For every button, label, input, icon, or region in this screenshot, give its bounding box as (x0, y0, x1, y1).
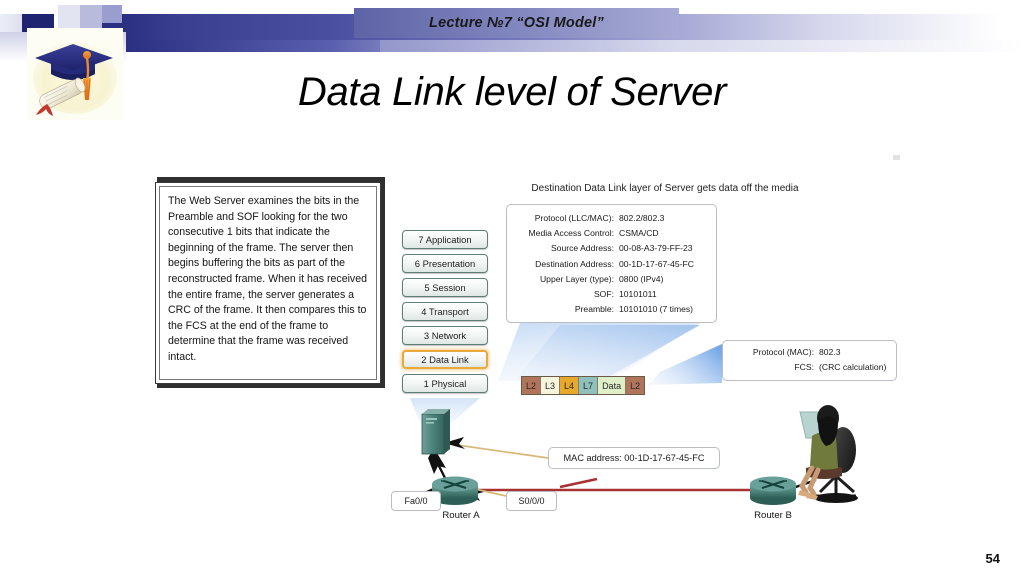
server-tower-icon (421, 409, 450, 455)
arrow-into-server (428, 448, 446, 474)
header-band-lower-right (380, 40, 1024, 52)
protocol-row-media-access-control-value: CSMA/CD (619, 228, 659, 239)
protocol-row-llc-mac-value: 802.2/802.3 (619, 213, 665, 223)
protocol-row-upper-layer-key: Upper Layer (type): (539, 273, 614, 284)
protocol-row-destination-address-value: 00-1D-17-67-45-FC (619, 258, 694, 269)
router-b-icon (750, 476, 796, 505)
seated-person-icon (798, 405, 858, 503)
protocol-row-upper-layer: Upper Layer (type): 0800 (IPv4) (511, 272, 708, 287)
protocol-row-source-address-value: 00-08-A3-79-FF-23 (619, 243, 693, 254)
protocol-row-sof: SOF: 10101011 (511, 287, 708, 302)
description-text: The Web Server examines the bits in the … (168, 195, 368, 363)
pdu-block-l3-label: L3 (545, 380, 556, 391)
osi-layer-4[interactable]: 4 Transport (402, 302, 488, 321)
pdu-block-l4[interactable]: L4 (560, 377, 580, 394)
arrow-mac-callout (444, 437, 465, 449)
pdu-block-data-label: Data (602, 380, 622, 391)
mac-protocol-row-protocol-key: Protocol (MAC): (752, 347, 814, 357)
osi-layer-1[interactable]: 1 Physical (402, 374, 488, 393)
osi-layer-7-label: 7 Application (418, 234, 472, 245)
osi-layer-5[interactable]: 5 Session (402, 278, 488, 297)
graduation-cap-logo (27, 28, 123, 120)
osi-layer-1-label: 1 Physical (423, 378, 467, 389)
pdu-block-l4-label: L4 (564, 380, 575, 391)
osi-layer-5-label: 5 Session (424, 282, 466, 293)
device-label-router-a: Router A (442, 510, 480, 521)
description-box: The Web Server examines the bits in the … (155, 182, 381, 384)
pdu-block-l2-header[interactable]: L2 (522, 377, 542, 394)
image-artifact-mark (893, 155, 900, 160)
protocol-row-destination-address: Destination Address: 00-1D-17-67-45-FC (511, 257, 708, 272)
protocol-row-media-access-control-key: Media Access Control: (528, 228, 615, 239)
mac-protocol-row-fcs-value: (CRC calculation) (819, 362, 887, 373)
interface-label-fa00-text: Fa0/0 (404, 496, 428, 506)
pdu-block-data[interactable]: Data (598, 377, 627, 394)
device-label-router-b: Router B (754, 510, 792, 521)
protocol-details-box: Protocol (LLC/MAC): 802.2/802.3 Media Ac… (506, 204, 717, 323)
osi-layer-4-label: 4 Transport (421, 306, 469, 317)
page-number: 54 (985, 551, 1000, 566)
protocol-row-sof-value: 10101011 (619, 289, 657, 300)
mac-protocol-row-protocol: Protocol (MAC): 802.3 (727, 345, 890, 360)
pdu-block-l7[interactable]: L7 (579, 377, 599, 394)
protocol-row-source-address-key: Source Address: (550, 243, 614, 254)
pdu-block-l2-trailer-label: L2 (630, 380, 641, 391)
mac-protocol-row-fcs-key: FCS: (794, 362, 814, 373)
description-box-inner: The Web Server examines the bits in the … (159, 186, 377, 380)
protocol-row-preamble-key: Preamble: (574, 304, 614, 315)
osi-layer-6[interactable]: 6 Presentation (402, 254, 488, 273)
protocol-row-upper-layer-value: 0800 (IPv4) (619, 273, 664, 284)
beam-protocol-secondary (516, 325, 700, 379)
beam-mac-protocol-to-pdu (648, 344, 722, 385)
interface-label-s000: S0/0/0 (506, 491, 557, 511)
interface-label-s000-text: S0/0/0 (518, 496, 545, 506)
osi-layer-2-data-link-highlighted[interactable]: 2 Data Link (402, 350, 488, 369)
mac-protocol-box: Protocol (MAC): 802.3 FCS: (CRC calculat… (722, 340, 897, 381)
protocol-row-sof-key: SOF: (593, 289, 614, 300)
destination-caption: Destination Data Link layer of Server ge… (531, 183, 799, 194)
protocol-row-source-address: Source Address: 00-08-A3-79-FF-23 (511, 241, 708, 256)
pdu-block-l3[interactable]: L3 (541, 377, 561, 394)
mac-protocol-row-fcs: FCS: (CRC calculation) (727, 360, 890, 375)
osi-layer-2-label: 2 Data Link (421, 354, 469, 365)
header-square-dark-1 (22, 14, 54, 32)
protocol-row-preamble: Preamble: 10101010 (7 times) (511, 302, 708, 317)
lecture-title-plate: Lecture №7 “OSI Model” (354, 8, 679, 38)
lecture-title-text: Lecture №7 “OSI Model” (429, 15, 604, 31)
router-a-icon (432, 476, 478, 505)
interface-label-fa00: Fa0/0 (391, 491, 441, 511)
protocol-row-llc-mac: Protocol (LLC/MAC): 802.2/802.3 (511, 211, 708, 226)
osi-layer-stack: 7 Application 6 Presentation 5 Session 4… (402, 230, 488, 398)
osi-layer-3-label: 3 Network (423, 330, 467, 341)
page-title: Data Link level of Server (297, 70, 727, 114)
header-band-lower (122, 40, 422, 52)
serial-link-arrow (559, 477, 598, 489)
protocol-row-preamble-value: 10101010 (7 times) (619, 304, 694, 315)
graduation-cap-diploma-icon (27, 28, 123, 120)
protocol-row-destination-address-key: Destination Address: (535, 258, 614, 269)
mac-protocol-row-protocol-value: 802.3 (819, 347, 841, 357)
osi-layer-6-label: 6 Presentation (414, 258, 476, 269)
pdu-block-l7-label: L7 (583, 380, 594, 391)
protocol-row-llc-mac-key: Protocol (LLC/MAC): (534, 213, 614, 223)
leader-mac-callout-to-server (449, 443, 549, 459)
pdu-block-l2-trailer[interactable]: L2 (626, 377, 645, 394)
osi-layer-7[interactable]: 7 Application (402, 230, 488, 249)
pdu-block-l2-header-label: L2 (526, 380, 537, 391)
pdu-frame-blocks: L2 L3 L4 L7 Data L2 (521, 376, 646, 395)
protocol-row-media-access-control: Media Access Control: CSMA/CD (511, 226, 708, 241)
header-square-mid-2 (102, 5, 122, 23)
header-square-pale-1 (58, 5, 80, 31)
osi-layer-3[interactable]: 3 Network (402, 326, 488, 345)
mac-address-callout: MAC address: 00-1D-17-67-45-FC (548, 447, 720, 469)
